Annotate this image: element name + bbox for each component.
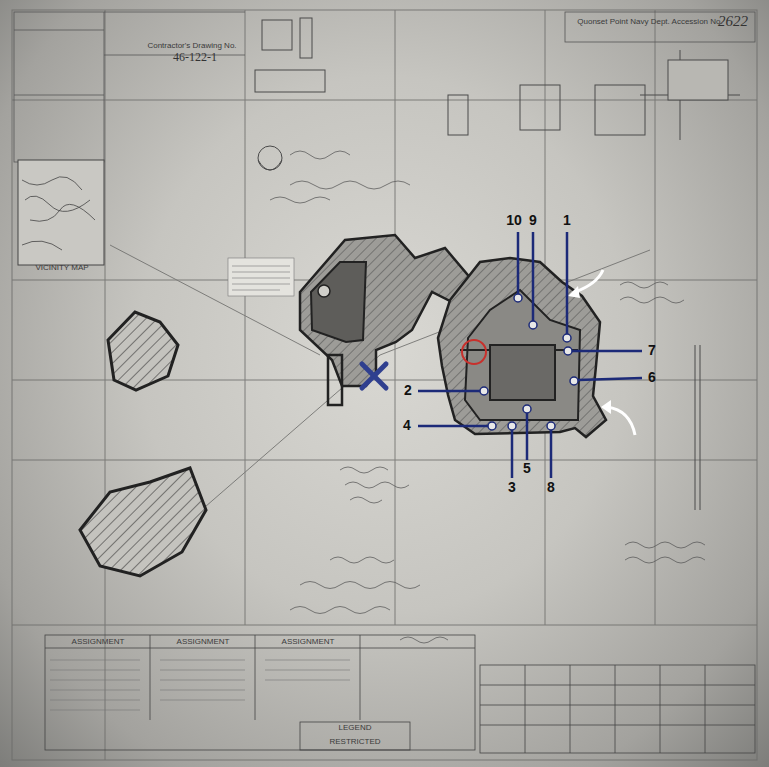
callout-number: 1 (563, 213, 571, 228)
callout-number: 2 (404, 383, 412, 398)
callout-number: 3 (508, 480, 516, 495)
callout-number: 6 (648, 370, 656, 385)
accession-number: 2622 (718, 13, 748, 30)
callout-number: 7 (648, 343, 656, 358)
callout-number: 10 (506, 213, 522, 228)
callout-number: 5 (523, 461, 531, 476)
drawing-number: 46-122-1 (173, 51, 217, 64)
table-heading: ASSIGNMENT (177, 638, 230, 647)
callout-number: 8 (547, 480, 555, 495)
restricted-stamp: RESTRICTED (329, 738, 380, 747)
callout-number: 4 (403, 418, 411, 433)
drawing-number-caption: Contractor's Drawing No. (147, 42, 236, 51)
legend-title: LEGEND (339, 724, 372, 733)
callout-number: 9 (529, 213, 537, 228)
table-heading: ASSIGNMENT (282, 638, 335, 647)
accession-caption: Quonset Point Navy Dept. Accession No. (577, 18, 722, 27)
table-heading: ASSIGNMENT (72, 638, 125, 647)
inset-map-title: VICINITY MAP (35, 264, 88, 273)
